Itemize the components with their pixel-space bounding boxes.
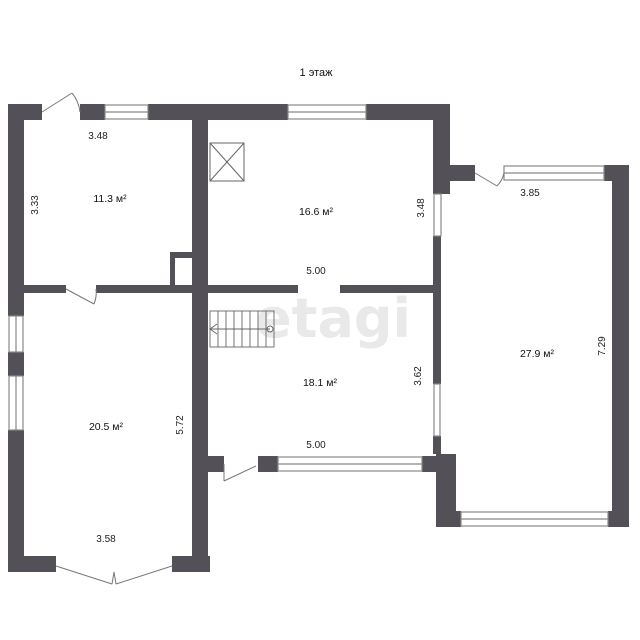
room-c: 18.1 м² 5.00 3.62 [303, 366, 424, 451]
room-a-height: 3.33 [30, 195, 41, 215]
room-b-area: 16.6 м² [299, 206, 334, 218]
room-b: 16.6 м² 5.00 3.48 [299, 198, 427, 277]
room-c-area: 18.1 м² [303, 377, 338, 389]
floor-title: 1 этаж [300, 67, 334, 79]
doors [41, 92, 505, 585]
walls [8, 104, 629, 572]
room-a-width: 3.48 [88, 131, 108, 142]
room-d-width: 3.58 [96, 534, 116, 545]
room-c-height: 3.62 [413, 366, 424, 386]
room-d: 20.5 м² 3.58 5.72 [89, 415, 186, 545]
room-b-height: 3.48 [416, 198, 427, 218]
room-a: 11.3 м² 3.48 3.33 [30, 131, 127, 215]
room-c-width: 5.00 [306, 440, 326, 451]
room-d-area: 20.5 м² [89, 421, 124, 433]
room-e-area: 27.9 м² [520, 348, 555, 360]
stairs-icon [209, 310, 275, 348]
room-e-width: 3.85 [520, 188, 540, 199]
room-a-area: 11.3 м² [93, 193, 127, 205]
room-b-width: 5.00 [306, 266, 326, 277]
watermark: etagi [255, 287, 411, 350]
shaft-icon [209, 142, 245, 182]
room-d-height: 5.72 [175, 415, 186, 435]
room-e: 27.9 м² 3.85 7.29 [520, 188, 608, 360]
room-e-height: 7.29 [597, 336, 608, 356]
